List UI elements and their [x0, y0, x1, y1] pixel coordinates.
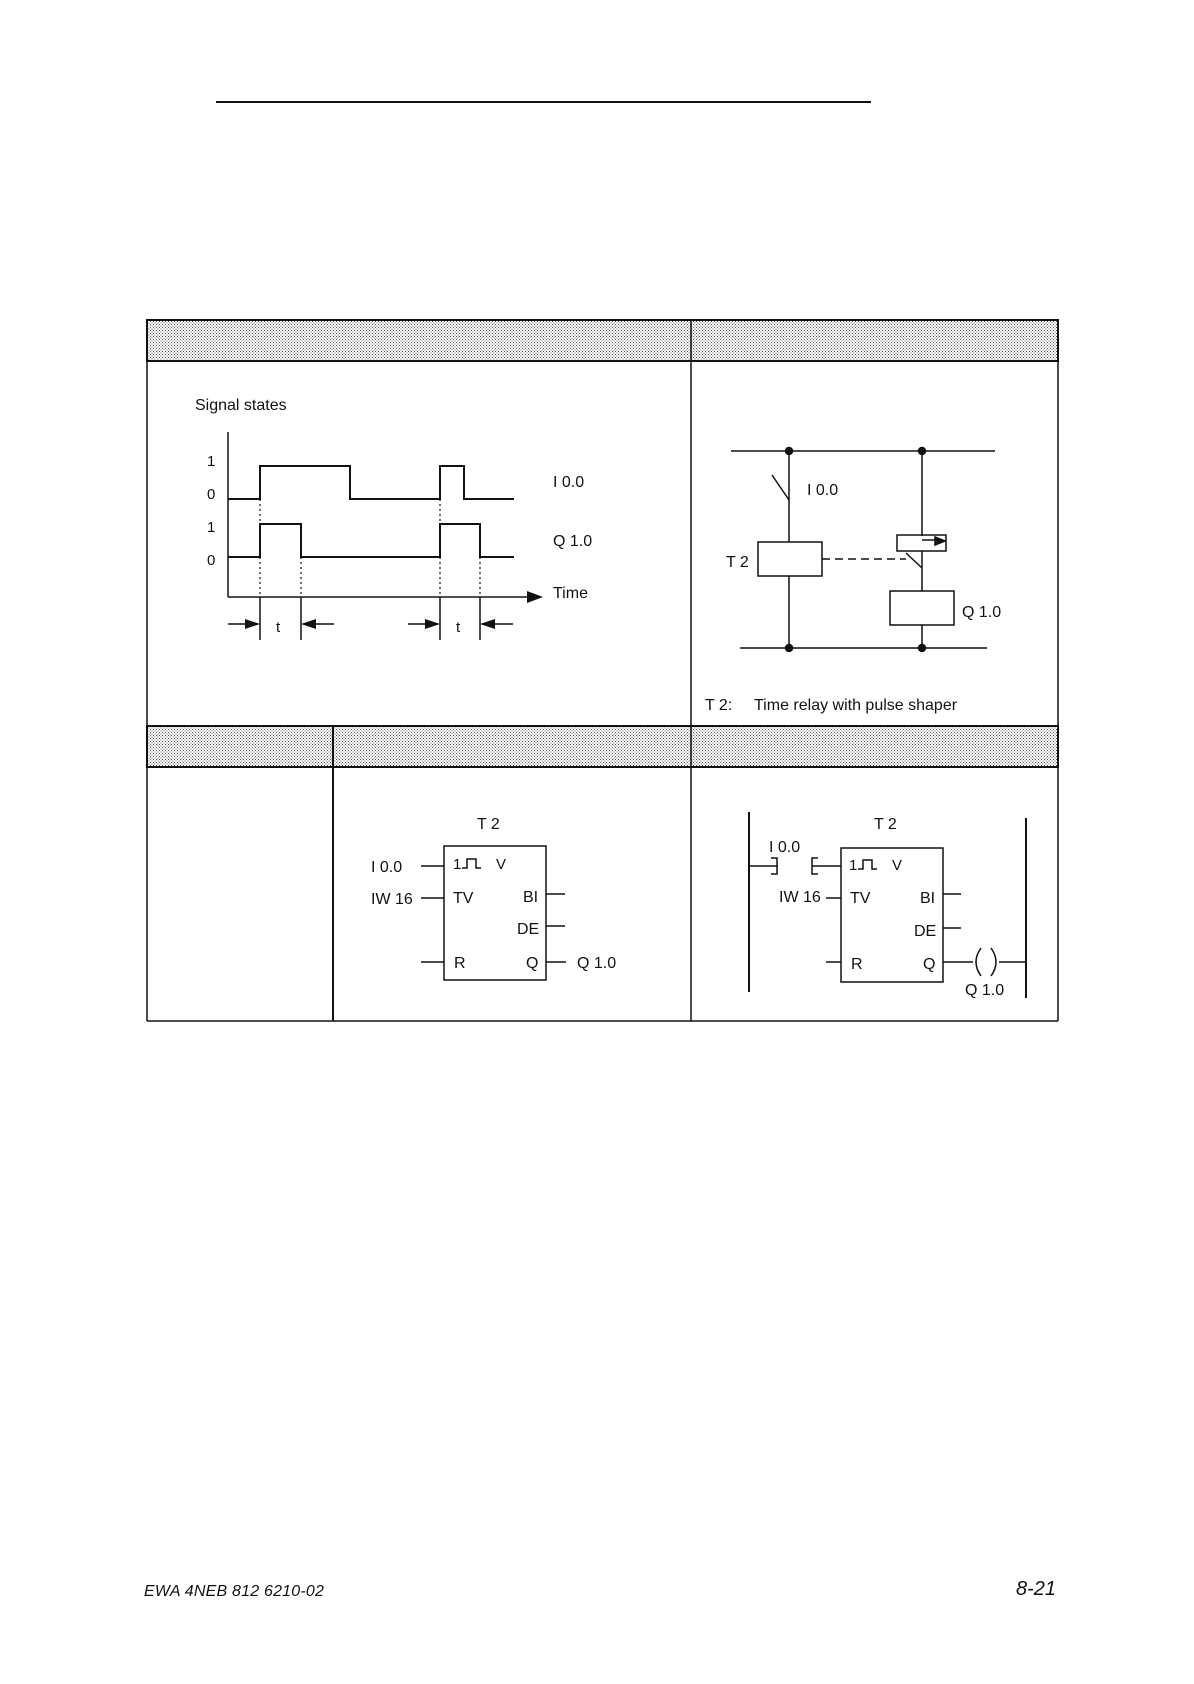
input-level-low: 0: [207, 486, 215, 503]
header-band-bottom: [147, 726, 1058, 767]
input-signal-trace: [228, 466, 514, 499]
csf-pin-r: R: [454, 955, 466, 972]
table-grid: [147, 320, 1058, 1021]
pulse-arrow-icon: [935, 537, 945, 545]
relay-legend-text: Time relay with pulse shaper: [754, 697, 958, 714]
lad-pin-q: Q: [923, 956, 935, 973]
csf-pin-s: 1: [453, 856, 461, 873]
lad-pin-s: 1: [849, 857, 857, 874]
timing-guide-lines: [260, 499, 480, 597]
time-axis-arrow-icon: [527, 591, 543, 603]
arrow-left-icon: [480, 619, 495, 629]
relay-output-label: Q 1.0: [962, 604, 1001, 621]
pulse-timer-icon: [858, 860, 877, 869]
csf-timer-name: T 2: [477, 816, 500, 833]
output-level-high: 1: [207, 519, 215, 536]
input-contact-symbol: [772, 475, 789, 500]
relay-circuit: [731, 448, 995, 652]
csf-pin-q: Q: [526, 955, 538, 972]
lad-contact-label: I 0.0: [769, 839, 800, 856]
csf-input-value: IW 16: [371, 891, 413, 908]
input-signal-label: I 0.0: [553, 474, 584, 491]
pulse-duration-label: t: [456, 619, 461, 636]
arrow-right-icon: [245, 619, 260, 629]
relay-labels: I 0.0 T 2 Q 1.0 T 2: Time relay with pul…: [705, 482, 1001, 714]
csf-pin-v: V: [496, 856, 506, 873]
csf-pin-bi: BI: [523, 889, 538, 906]
csf-output-q: Q 1.0: [577, 955, 616, 972]
output-signal-trace: [228, 524, 514, 557]
lad-pin-de: DE: [914, 923, 936, 940]
header-band-top: [147, 320, 1058, 361]
arrow-left-icon: [301, 619, 316, 629]
relay-input-label: I 0.0: [807, 482, 838, 499]
lad-coil-label: Q 1.0: [965, 982, 1004, 999]
relay-legend-key: T 2:: [705, 697, 732, 714]
lad-pin-r: R: [851, 956, 863, 973]
timing-diagram: Signal states 1 0 1 0 Time I 0.0 Q 1.0: [195, 397, 592, 640]
pulse-duration-markers: [228, 597, 513, 640]
coil-left-arc: [976, 948, 981, 976]
lad-pin-v: V: [892, 857, 902, 874]
timed-contact-symbol: [906, 553, 922, 568]
lad-input-value: IW 16: [779, 889, 821, 906]
csf-input-start: I 0.0: [371, 859, 402, 876]
pulse-timer-icon: [462, 859, 481, 868]
pulse-duration-label: t: [276, 619, 281, 636]
csf-pin-de: DE: [517, 921, 539, 938]
relay-coil-t2: [758, 542, 822, 576]
output-signal-label: Q 1.0: [553, 533, 592, 550]
lad-timer-name: T 2: [874, 816, 897, 833]
output-level-low: 0: [207, 552, 215, 569]
coil-right-arc: [991, 948, 996, 976]
csf-timer-block: T 2 I 0.0 IW 16 1 V TV BI DE R Q Q 1.0: [371, 816, 616, 980]
csf-pin-tv: TV: [453, 890, 474, 907]
output-coil: [890, 591, 954, 625]
arrow-right-icon: [425, 619, 440, 629]
time-axis-label: Time: [553, 585, 588, 602]
page-number: 8-21: [1016, 1578, 1056, 1601]
input-level-high: 1: [207, 453, 215, 470]
timing-title: Signal states: [195, 397, 287, 414]
lad-pin-bi: BI: [920, 890, 935, 907]
document-number: EWA 4NEB 812 6210-02: [144, 1583, 324, 1601]
relay-timer-label: T 2: [726, 554, 749, 571]
lad-pin-tv: TV: [850, 890, 871, 907]
lad-timer-block: T 2 I 0.0 IW 16 1 V TV BI DE R Q: [749, 812, 1026, 999]
